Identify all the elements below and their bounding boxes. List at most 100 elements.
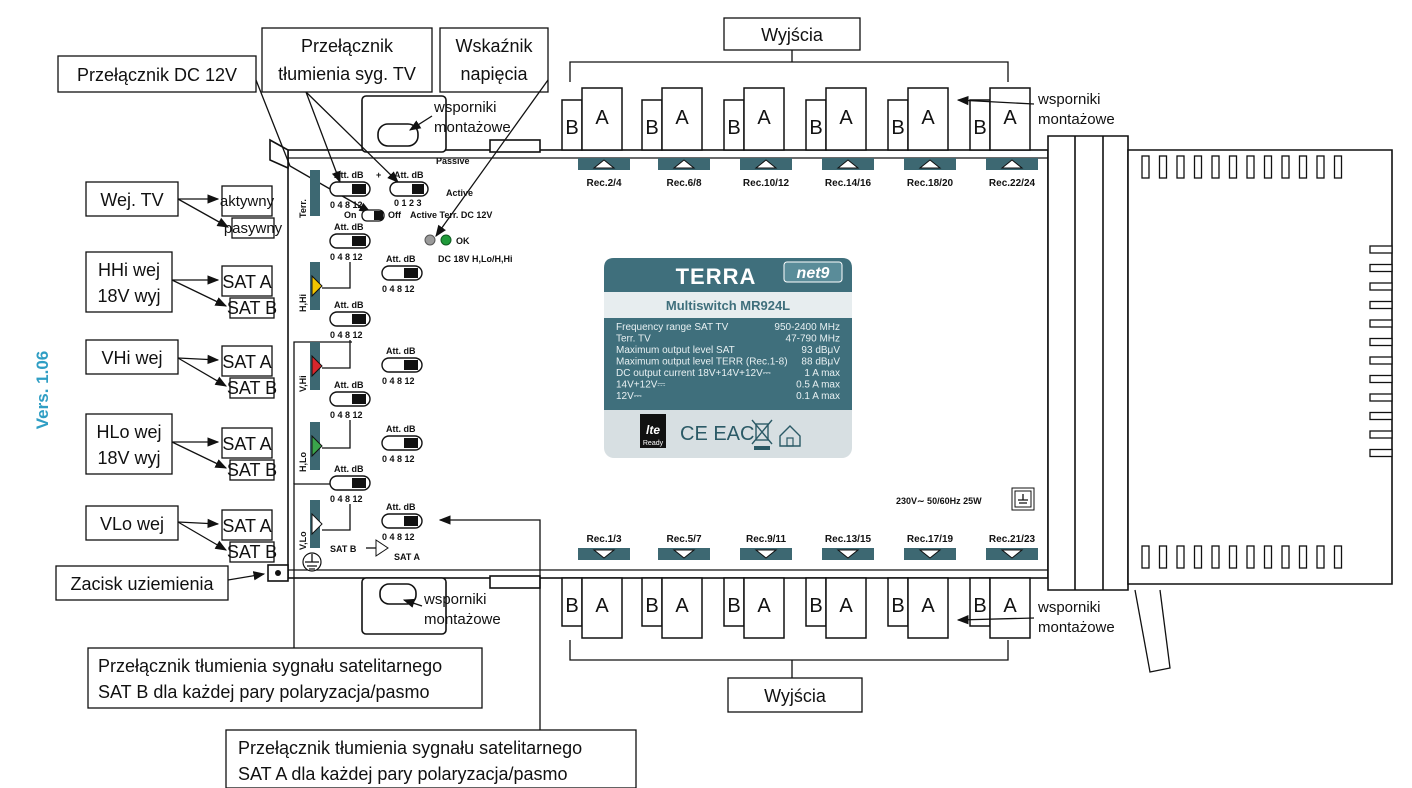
brand-label: TERRA [676, 264, 757, 289]
hhi-sata-att-label: Att. dB [386, 254, 416, 264]
connector-a-label: A [839, 595, 853, 617]
comb-tooth-top [1246, 155, 1255, 179]
connector-b-label: B [891, 595, 904, 617]
rec-label-6: Rec.21/23 [989, 534, 1036, 545]
mount-bot-right-1: wsporniki [1037, 599, 1101, 616]
spec-row-label: Frequency range SAT TV [616, 322, 729, 333]
comb-tooth-right [1369, 430, 1393, 439]
tv-att-label-2: tłumienia syg. TV [278, 64, 416, 84]
spec-row-value: 93 dBμV [801, 345, 840, 356]
connector-b-label: B [727, 595, 740, 617]
tv-att-label-1: Przełącznik [301, 36, 394, 56]
satb-flow-label: SAT B [330, 544, 357, 554]
connector-a-label: A [675, 107, 689, 129]
comb-tooth-top [1298, 155, 1308, 179]
switch-link-line [322, 504, 351, 531]
hhi-sata-switch-knob [404, 268, 418, 278]
switch-link-line [322, 420, 351, 449]
connector-a-3 [743, 577, 785, 639]
comb-tooth-bottom [1228, 545, 1238, 569]
connector-b-label: B [565, 117, 578, 139]
terr-att2-scale: 0 1 2 3 [394, 198, 422, 208]
vhi-label: VHi wej [101, 348, 162, 368]
hlo-label-1: HLo wej [96, 422, 161, 442]
active-label: Active [446, 188, 473, 198]
hlo-label-2: 18V wyj [97, 448, 160, 468]
terr-label: Terr. [298, 199, 308, 218]
vhi-satb-att-scale: 0 4 8 12 [330, 330, 363, 340]
spec-row-value: 88 dBμV [801, 357, 840, 368]
comb-tooth-bottom [1176, 545, 1185, 569]
connector-b-label: B [727, 117, 740, 139]
port-arrow-icon [754, 549, 778, 559]
vhi-sat-b: SAT B [227, 378, 277, 398]
connector-a-4 [825, 577, 867, 639]
hlo-sat-b: SAT B [227, 460, 277, 480]
port-arrow-icon [754, 159, 778, 169]
port-arrow-icon [672, 159, 696, 169]
switch-link-line [322, 340, 351, 369]
rec-label-4: Rec.14/16 [825, 178, 872, 189]
port-arrow-icon [836, 549, 860, 559]
rec-label-2: Rec.6/8 [666, 178, 701, 189]
port-arrow-icon [592, 549, 616, 559]
rec-label-2: Rec.5/7 [666, 534, 701, 545]
connector-a-label: A [675, 595, 689, 617]
comb-tooth-top [1193, 155, 1203, 179]
spec-row-label: Maximum output level SAT [616, 345, 735, 356]
comb-tooth-right [1369, 393, 1393, 402]
rec-label-3: Rec.9/11 [746, 534, 786, 545]
vhi-sat-a: SAT A [222, 352, 271, 372]
voltage-ind-label-2: napięcia [460, 64, 528, 84]
vlo-satb-att-scale: 0 4 8 12 [330, 494, 363, 504]
connector-a-6 [989, 577, 1031, 639]
device-face: Passive Active Terr. Att. dB 0 4 8 12 + … [298, 156, 1035, 572]
port-arrow-icon [672, 549, 696, 559]
connector-a-2 [661, 87, 703, 151]
tv-input-label: Wej. TV [100, 190, 163, 210]
connector-a-3 [743, 87, 785, 151]
terra-spec-plate: TERRA net9 Multiswitch MR924L Frequency … [604, 258, 852, 458]
satb-att-label-2: SAT B dla każdej pary polaryzacja/pasmo [98, 682, 430, 702]
vhi-sata-switch-knob [404, 360, 418, 370]
connector-a-label: A [757, 595, 771, 617]
switch-link-line [322, 262, 351, 289]
connector-a-4 [825, 87, 867, 151]
vhi-satb-att-label: Att. dB [334, 300, 364, 310]
comb-tooth-bottom [1211, 545, 1220, 569]
rec-label-5: Rec.17/19 [907, 534, 954, 545]
comb-tooth-right [1369, 245, 1393, 254]
dc12v-label: Przełącznik DC 12V [77, 65, 237, 85]
left-callouts: Wej. TV HHi wej 18V wyj VHi wej HLo wej … [55, 181, 266, 601]
spec-row-label: 12V⎓ [616, 391, 642, 402]
connector-a-2 [661, 577, 703, 639]
hhi-label-2: 18V wyj [97, 286, 160, 306]
vlo-sata-switch-knob [404, 516, 418, 526]
version-label: Vers. 1.06 [33, 351, 52, 429]
comb-tooth-right [1369, 448, 1393, 458]
comb-tooth-top [1281, 155, 1290, 179]
hhi-sat-a: SAT A [222, 272, 271, 292]
spec-row-value: 950-2400 MHz [774, 322, 840, 333]
svg-text:+: + [376, 170, 381, 180]
mount-top-left-2: montażowe [434, 119, 511, 136]
spec-row-value: 1 A max [804, 368, 840, 379]
sata-flow-label: SAT A [394, 552, 420, 562]
comb-tooth-bottom [1298, 545, 1308, 569]
vlo-sat-b: SAT B [227, 542, 277, 562]
hhi-label-1: HHi wej [98, 260, 160, 280]
sata-att-label-2: SAT A dla każdej pary polaryzacja/pasmo [238, 764, 568, 784]
vhi-sata-att-scale: 0 4 8 12 [382, 376, 415, 386]
hlo-sata-switch-knob [404, 438, 418, 448]
comb-tooth-bottom [1158, 545, 1168, 569]
connector-a-label: A [757, 107, 771, 129]
voltage-ind-label-1: Wskaźnik [455, 36, 533, 56]
hhi-sat-b: SAT B [227, 298, 277, 318]
port-arrow-icon [918, 549, 942, 559]
outputs-top-label: Wyjścia [761, 25, 824, 45]
bottom-callouts: wsporniki montażowe wsporniki montażowe … [87, 341, 1115, 788]
